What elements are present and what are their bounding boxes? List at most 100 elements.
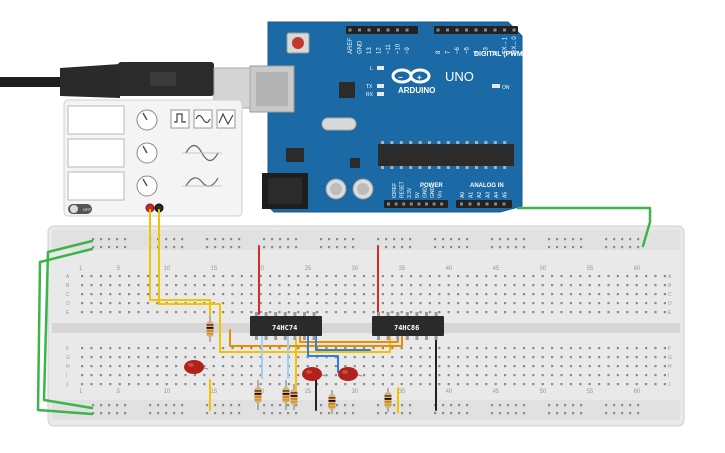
row-letter: B	[668, 283, 672, 289]
chip-74hc86[interactable]: 74HC86	[372, 312, 444, 340]
wire-blue-1[interactable]	[307, 335, 339, 373]
resistor[interactable]	[384, 388, 392, 412]
wire-yellow-2[interactable]	[158, 209, 391, 353]
arduino-power-pin-label: IOREF	[392, 183, 398, 198]
arduino-pin-label: 8	[436, 50, 442, 54]
row-letter: E	[66, 310, 70, 316]
triangle-wave-icon	[218, 112, 234, 126]
column-number: 15	[211, 266, 218, 272]
arduino-analog-pin-label: A4	[494, 192, 500, 198]
chip-74hc74[interactable]: 74HC74	[250, 312, 322, 340]
wire-green-top[interactable]	[516, 206, 652, 248]
square-wave-button[interactable]	[170, 109, 190, 129]
chip-74hc74-label: 74HC74	[272, 324, 297, 332]
led-on-label: ON	[502, 85, 510, 91]
arduino-analog-pin-label: A3	[486, 192, 492, 198]
led[interactable]	[184, 360, 209, 374]
resistor[interactable]	[328, 390, 336, 414]
arduino-pin-label: ~10	[396, 43, 402, 54]
led-rx	[377, 92, 384, 96]
arduino-analog-pin-label: A2	[477, 192, 483, 198]
column-number: 45	[493, 266, 500, 272]
row-letter: A	[66, 274, 70, 280]
function-generator[interactable]: OFF	[63, 99, 243, 217]
column-number: 55	[587, 266, 594, 272]
row-letter: C	[66, 292, 70, 298]
column-number: 35	[399, 389, 406, 395]
wire-green-left-a[interactable]	[42, 239, 94, 410]
row-letter: A	[668, 274, 672, 280]
row-letter: H	[66, 364, 70, 370]
led-rx-label: RX	[366, 92, 374, 98]
column-number: 50	[540, 389, 547, 395]
led[interactable]	[338, 367, 363, 381]
row-letter: E	[668, 310, 672, 316]
arduino-pin-label: ~6	[455, 46, 461, 54]
column-number: 25	[305, 266, 312, 272]
digital-pwm-label: DIGITAL (PWM~)	[474, 51, 529, 58]
column-number: 50	[540, 266, 547, 272]
column-number: 10	[164, 266, 171, 272]
column-number: 10	[164, 389, 171, 395]
arduino-pin-label: AREF	[348, 38, 354, 54]
arduino-pin-label: 13	[367, 47, 373, 54]
arduino-pin-label: 7	[446, 50, 452, 54]
row-letter: J	[668, 382, 671, 388]
resistors	[206, 316, 392, 414]
svg-text:−: −	[398, 73, 403, 82]
arduino-pin-label: ~5	[465, 46, 471, 54]
usb-chip	[339, 82, 355, 98]
resistor[interactable]	[282, 380, 290, 410]
resistor[interactable]	[290, 384, 298, 410]
wire-blue-2[interactable]	[315, 335, 371, 351]
column-number: 5	[117, 266, 121, 272]
arduino-pin-label: ~3	[484, 46, 490, 54]
power-switch-label: OFF	[83, 207, 92, 212]
led-on	[492, 84, 500, 88]
row-letter: C	[668, 292, 672, 298]
power-label: POWER	[420, 183, 443, 189]
arduino-pin-label: TX→1	[503, 36, 509, 54]
resistor[interactable]	[206, 316, 214, 342]
arduino-power-pin-label: GND	[430, 187, 436, 199]
column-number: 60	[634, 389, 641, 395]
column-number: 1	[79, 389, 83, 395]
arduino-pin-label: ~9	[405, 46, 411, 54]
sine-wave-icon	[195, 114, 211, 124]
led-tx	[377, 84, 384, 88]
wire-green-left-b[interactable]	[36, 247, 94, 416]
column-number: 30	[352, 266, 359, 272]
offset-wave-graphic	[185, 177, 219, 187]
row-letter: I	[668, 373, 669, 379]
small-chip	[350, 158, 360, 168]
atmega-microcontroller	[378, 144, 514, 166]
row-letter: B	[66, 283, 70, 289]
offset-display	[67, 171, 125, 201]
arduino-pin-label: 4	[474, 50, 480, 54]
regulator	[286, 148, 304, 162]
arduino-power-pin-label: Vin	[438, 191, 444, 198]
arduino-power-pin-label: GND	[422, 187, 428, 199]
wire-yellow-fg[interactable]	[149, 209, 211, 317]
column-number: 35	[399, 266, 406, 272]
column-number: 45	[493, 389, 500, 395]
arduino-analog-pin-label: A1	[469, 192, 475, 198]
row-letter: G	[668, 355, 672, 361]
column-number: 60	[634, 266, 641, 272]
frequency-display	[67, 105, 125, 135]
reset-button-cap[interactable]	[292, 37, 304, 49]
row-letter: I	[66, 373, 67, 379]
column-number: 30	[352, 389, 359, 395]
row-letter: D	[668, 301, 672, 307]
led[interactable]	[302, 367, 327, 381]
resistor[interactable]	[254, 380, 262, 410]
row-letter: F	[668, 346, 671, 352]
column-number: 40	[446, 389, 453, 395]
column-number: 1	[79, 266, 83, 272]
column-number: 25	[305, 389, 312, 395]
arduino-pin-label: ~11	[386, 44, 392, 54]
arduino-pin-label: GND	[358, 40, 364, 54]
